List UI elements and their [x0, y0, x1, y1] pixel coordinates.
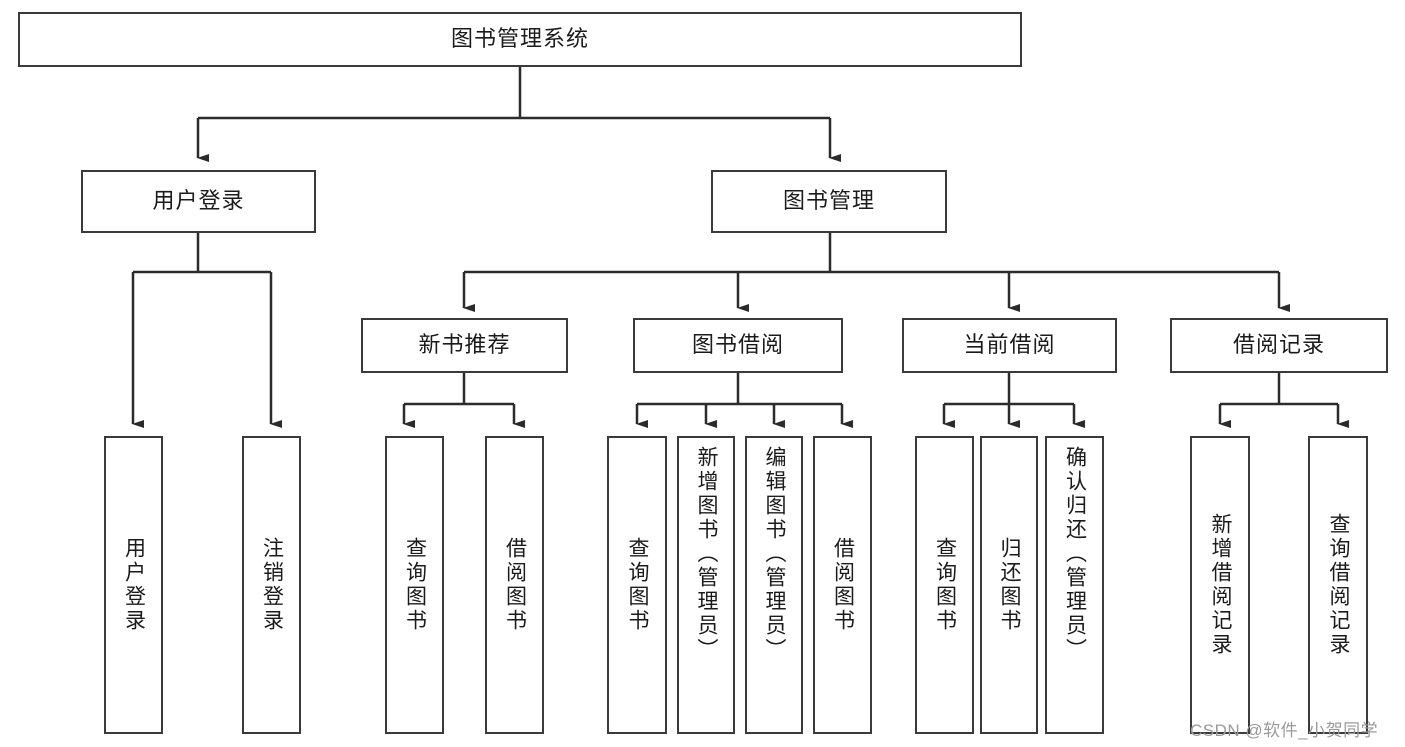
node-label: 查询图书 — [626, 537, 650, 633]
node-leaf-query-record[interactable]: 查询借阅记录 — [1308, 436, 1368, 734]
node-leaf-query-book-1[interactable]: 查询图书 — [385, 436, 444, 734]
node-new-book-recommend[interactable]: 新书推荐 — [361, 318, 568, 373]
node-leaf-edit-book[interactable]: 编辑图书（管理员） — [745, 436, 803, 734]
node-leaf-borrow-book-2[interactable]: 借阅图书 — [813, 436, 872, 734]
node-label: 查询图书 — [403, 537, 427, 633]
node-label: 图书管理 — [782, 188, 875, 214]
node-label: 编辑图书（管理员） — [763, 446, 787, 662]
node-leaf-add-record[interactable]: 新增借阅记录 — [1190, 436, 1250, 734]
node-label: 当前借阅 — [963, 332, 1056, 358]
node-book-manage[interactable]: 图书管理 — [711, 170, 947, 233]
node-label: 查询借阅记录 — [1327, 513, 1351, 657]
node-label: 借阅图书 — [831, 537, 855, 633]
node-label: 新书推荐 — [418, 332, 511, 358]
node-label: 新增借阅记录 — [1209, 513, 1233, 657]
node-label: 借阅图书 — [503, 537, 527, 633]
node-leaf-borrow-book-1[interactable]: 借阅图书 — [485, 436, 544, 734]
node-leaf-query-book-3[interactable]: 查询图书 — [915, 436, 974, 734]
node-label: 图书借阅 — [691, 332, 784, 358]
node-label: 图书管理系统 — [450, 26, 589, 52]
node-leaf-user-login[interactable]: 用户登录 — [104, 436, 163, 734]
node-leaf-add-book[interactable]: 新增图书（管理员） — [677, 436, 735, 734]
node-root-book-management-system[interactable]: 图书管理系统 — [18, 12, 1022, 67]
node-user-login[interactable]: 用户登录 — [81, 170, 316, 233]
node-label: 查询图书 — [933, 537, 957, 633]
node-leaf-logout[interactable]: 注销登录 — [242, 436, 301, 734]
watermark-text: CSDN @软件_小贺同学 — [1190, 721, 1379, 740]
node-label: 用户登录 — [152, 188, 245, 214]
node-leaf-confirm-return[interactable]: 确认归还（管理员） — [1045, 436, 1104, 734]
node-label: 确认归还（管理员） — [1063, 446, 1087, 662]
node-label: 借阅记录 — [1232, 332, 1325, 358]
node-leaf-query-book-2[interactable]: 查询图书 — [607, 436, 667, 734]
node-label: 用户登录 — [122, 537, 146, 633]
node-current-borrow[interactable]: 当前借阅 — [902, 318, 1117, 373]
node-label: 归还图书 — [998, 537, 1022, 633]
node-book-borrow[interactable]: 图书借阅 — [633, 318, 843, 373]
node-label: 注销登录 — [260, 537, 284, 633]
node-leaf-return-book[interactable]: 归还图书 — [980, 436, 1038, 734]
node-label: 新增图书（管理员） — [695, 446, 719, 662]
node-borrow-record[interactable]: 借阅记录 — [1170, 318, 1388, 373]
